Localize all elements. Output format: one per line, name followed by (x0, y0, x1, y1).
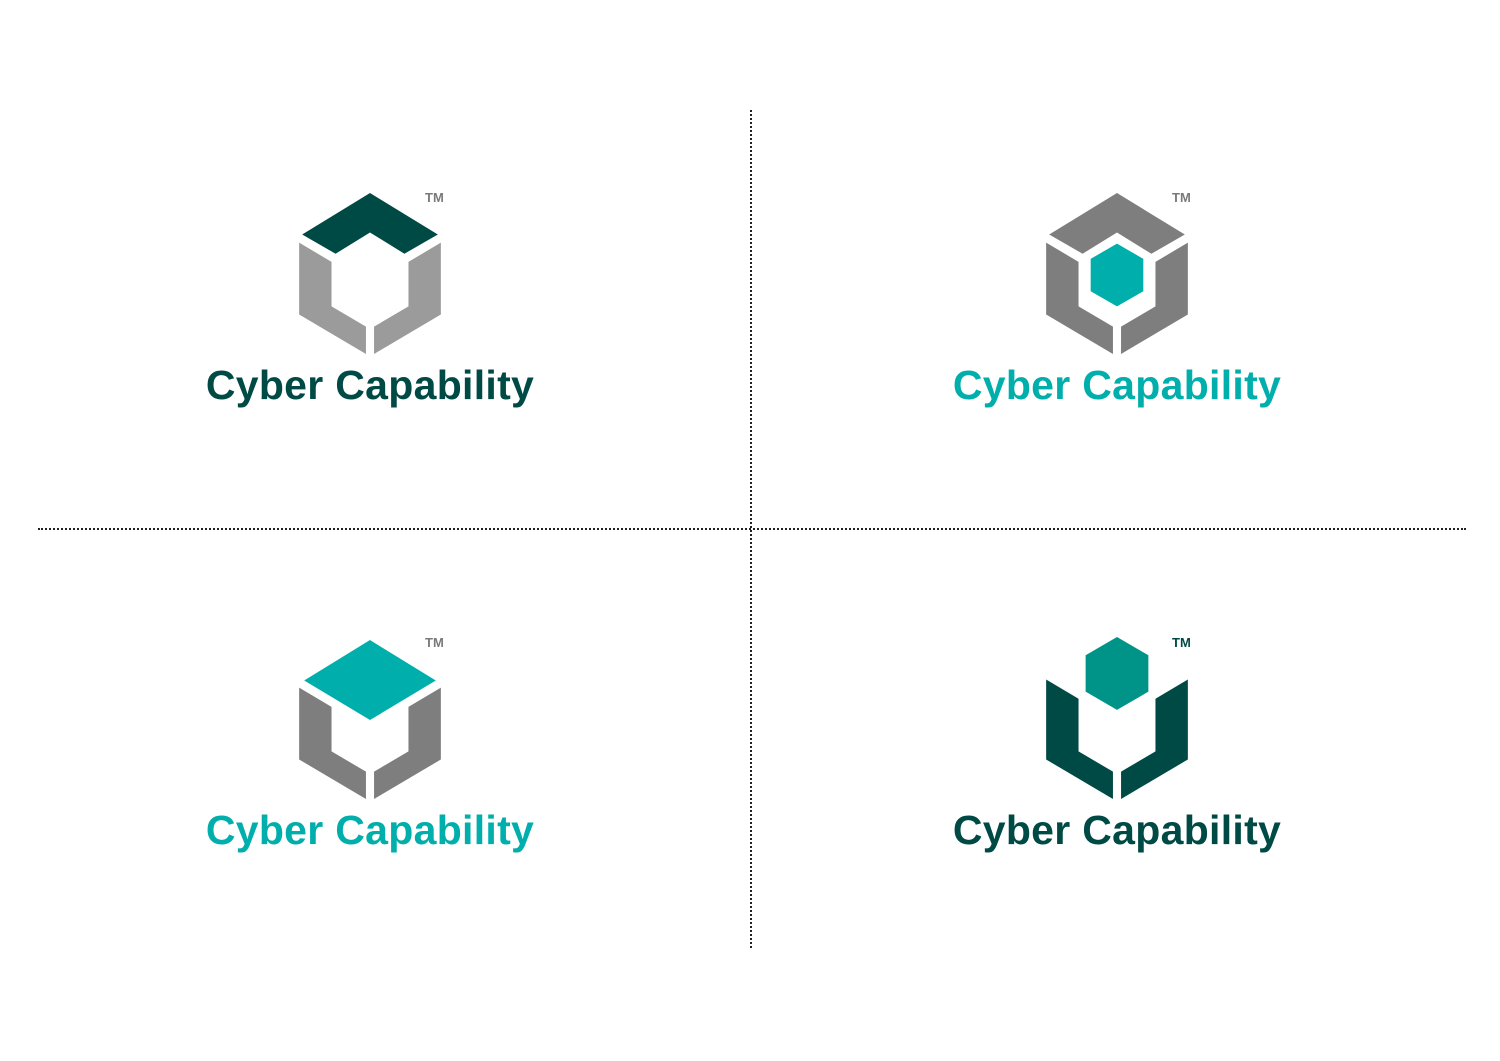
wordmark: Cyber Capability (952, 807, 1282, 853)
wordmark: Cyber Capability (952, 362, 1282, 408)
cube-logo-icon (299, 640, 441, 799)
cube-logo-icon (1046, 637, 1188, 799)
logo-left-side (1046, 242, 1113, 354)
trademark-symbol: TM (1172, 635, 1191, 650)
logo-variant-bottom-left: TM Cyber Capability (180, 635, 560, 885)
logo-right-side (1121, 679, 1188, 799)
logo-top-chevron (302, 193, 438, 254)
trademark-symbol: TM (425, 635, 444, 650)
trademark-symbol: TM (1172, 190, 1191, 205)
wordmark: Cyber Capability (205, 362, 535, 408)
logo-top-diamond (304, 640, 436, 721)
logo-left-side (299, 242, 366, 354)
cube-logo-icon (299, 193, 441, 354)
logo-right-side (1121, 242, 1188, 354)
logo-right-side (374, 242, 441, 354)
logo-variant-top-left: TM Cyber Capability (180, 190, 560, 440)
logo-right-side (374, 687, 441, 799)
logo-variant-top-right: TM Cyber Capability (927, 190, 1307, 440)
horizontal-divider (38, 528, 1466, 530)
logo-left-side (299, 687, 366, 799)
logo-variant-bottom-right: TM Cyber Capability (927, 635, 1307, 885)
trademark-symbol: TM (425, 190, 444, 205)
logo-top-chevron (1049, 193, 1185, 254)
cube-logo-icon (1046, 193, 1188, 354)
wordmark: Cyber Capability (205, 807, 535, 853)
logo-center-hexagon-fill (1090, 243, 1144, 307)
logo-floating-hexagon (1085, 637, 1149, 710)
logo-left-side (1046, 679, 1113, 799)
